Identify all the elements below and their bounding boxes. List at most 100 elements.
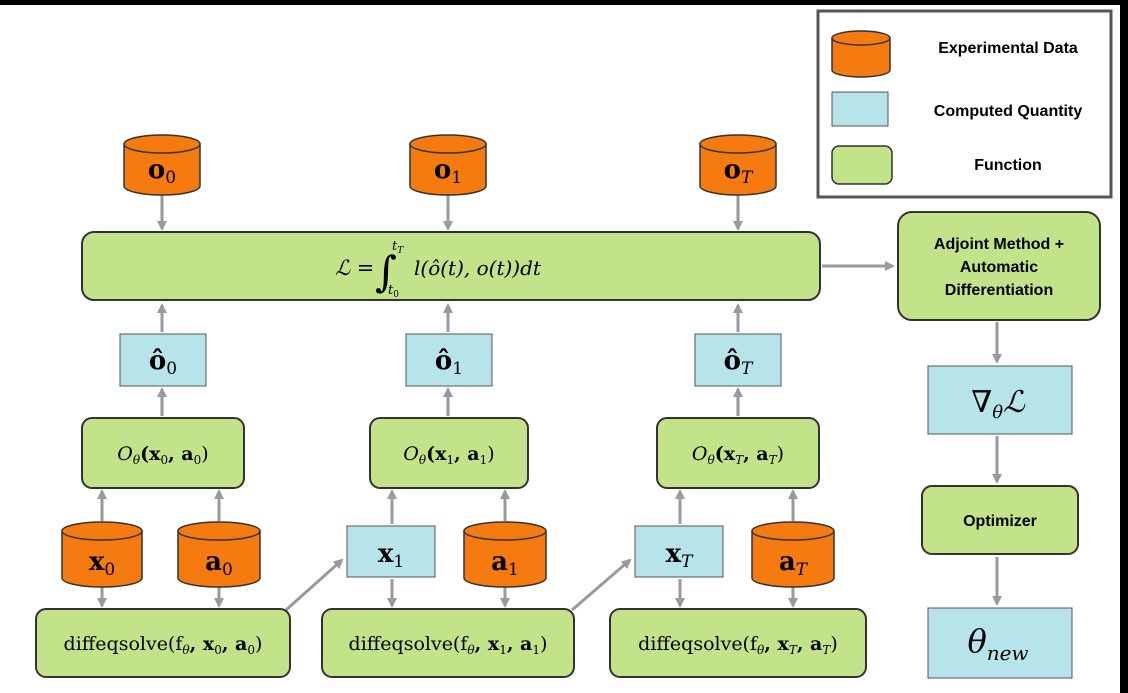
svg-text:t0: t0 xyxy=(388,283,399,300)
prediction-label-T: ô xyxy=(724,346,741,376)
svg-text:Oθ(x0, a0): Oθ(x0, a0) xyxy=(117,443,208,467)
solve0-fsub: θ xyxy=(182,643,190,657)
ofnT-end: ) xyxy=(777,443,784,465)
svg-text:ô0: ô0 xyxy=(149,346,177,379)
observation-function-box-0: Oθ(x0, a0) xyxy=(81,417,245,489)
solve0-bsub: 0 xyxy=(247,643,255,657)
svg-text:tT: tT xyxy=(392,239,404,256)
svg-text:o0: o0 xyxy=(148,155,176,188)
action-cylinder-T: aT xyxy=(751,521,835,588)
action-cylinder-0: a0 xyxy=(177,521,261,588)
loss-function-box: ℒ = ∫ tT t0 l(ô(t), o(t))dt xyxy=(81,231,821,301)
prediction-sub-1: 1 xyxy=(452,359,463,379)
legend: Experimental Data Computed Quantity Func… xyxy=(816,9,1113,199)
ofn1-mid: , a xyxy=(454,443,480,465)
prediction-label-1: ô xyxy=(435,346,452,376)
ofn1-func: O xyxy=(403,443,419,465)
loss-integrand: l(ô(t), o(t))dt xyxy=(414,256,542,280)
solveT-a: , x xyxy=(764,633,789,655)
gradient-box: ∇θℒ xyxy=(927,365,1073,435)
observation-label-T: o xyxy=(724,155,741,185)
svg-text:oT: oT xyxy=(724,155,754,188)
loss-integral-sign: ∫ xyxy=(375,247,397,296)
ofnT-sub2: T xyxy=(769,453,778,467)
observation-sub-1: 1 xyxy=(451,168,462,188)
arrow-solve0-to-x1 xyxy=(285,558,344,612)
solveT-end: ) xyxy=(830,633,837,655)
action-sub-1: 1 xyxy=(508,560,519,580)
state-box-1: x1 xyxy=(346,525,436,578)
ofnT-func: O xyxy=(692,443,708,465)
legend-data-icon xyxy=(831,30,891,78)
state-label-T: x xyxy=(666,539,682,569)
solver-box-1: diffeqsolve(fθ, x1, a1) xyxy=(321,608,575,678)
ofn0-sub2: 0 xyxy=(194,453,202,467)
svg-text:ô1: ô1 xyxy=(435,346,463,379)
legend-function: Function xyxy=(974,157,1042,174)
svg-text:x1: x1 xyxy=(378,539,404,572)
solve1-asub: 1 xyxy=(499,643,507,657)
gradient-sub: θ xyxy=(992,402,1003,423)
prediction-sub-0: 0 xyxy=(166,359,177,379)
svg-text:x0: x0 xyxy=(89,547,115,580)
svg-text:aT: aT xyxy=(779,547,809,580)
solve0-b: , a xyxy=(222,633,248,655)
observation-function-box-1: Oθ(x1, a1) xyxy=(369,417,529,489)
svg-text:diffeqsolve(fθ, xT, aT): diffeqsolve(fθ, xT, aT) xyxy=(638,633,838,657)
solver-box-T: diffeqsolve(fθ, xT, aT) xyxy=(609,608,867,678)
svg-text:∇θℒ: ∇θℒ xyxy=(971,385,1026,423)
legend-experimental-data: Experimental Data xyxy=(938,40,1078,57)
arrow-solve1-to-xT xyxy=(571,558,632,612)
ofnT-mid: , a xyxy=(743,443,769,465)
adjoint-line-2: Automatic xyxy=(960,259,1038,276)
observation-cylinder-T: oT xyxy=(699,134,777,196)
state-sub-T: T xyxy=(681,552,694,572)
action-cylinder-1: a1 xyxy=(463,521,547,588)
solver-box-0: diffeqsolve(fθ, x0, a0) xyxy=(35,608,291,678)
ofn0-func-sub: θ xyxy=(133,453,141,467)
ofnT-sub1: T xyxy=(735,453,744,467)
observation-label-1: o xyxy=(434,155,451,185)
svg-text:θnew: θnew xyxy=(967,622,1028,665)
ofn1-sub2: 1 xyxy=(480,453,488,467)
prediction-sub-T: T xyxy=(741,359,754,379)
svg-text:a0: a0 xyxy=(205,547,233,580)
solveT-fsub: θ xyxy=(757,643,765,657)
solve1-b: , a xyxy=(507,633,533,655)
observation-sub-T: T xyxy=(741,168,754,188)
solve1-pre: diffeqsolve(f xyxy=(349,633,470,655)
action-label-0: a xyxy=(205,547,222,577)
observation-function-box-T: Oθ(xT, aT) xyxy=(656,417,820,489)
svg-text:o1: o1 xyxy=(434,155,462,188)
solve1-a: , x xyxy=(475,633,500,655)
solveT-asub: T xyxy=(789,643,798,657)
ofn1-func-sub: θ xyxy=(419,453,427,467)
ofn0-end: ) xyxy=(201,443,208,465)
state-label-1: x xyxy=(378,539,394,569)
loss-lower-limit: t xyxy=(388,283,394,298)
state-sub-1: 1 xyxy=(393,552,404,572)
theta-new-box: θnew xyxy=(927,607,1073,679)
theta-new-sub: new xyxy=(987,641,1029,665)
observation-sub-0: 0 xyxy=(165,168,176,188)
observation-label-0: o xyxy=(148,155,165,185)
legend-computed-icon xyxy=(831,91,889,127)
loss-upper-sub: T xyxy=(397,246,404,256)
adjoint-line-1: Adjoint Method + xyxy=(934,236,1064,253)
action-sub-0: 0 xyxy=(222,560,233,580)
adjoint-line-3: Differentiation xyxy=(945,282,1053,299)
state-box-T: xT xyxy=(634,525,724,578)
svg-text:Oθ(x1, a1): Oθ(x1, a1) xyxy=(403,443,494,467)
svg-text:ℒ =: ℒ = xyxy=(335,256,374,280)
ofnT-args: (x xyxy=(715,443,736,465)
ofn1-sub1: 1 xyxy=(446,453,454,467)
ofn0-args: (x xyxy=(140,443,161,465)
ofn0-mid: , a xyxy=(168,443,194,465)
solveT-pre: diffeqsolve(f xyxy=(638,633,759,655)
svg-text:ôT: ôT xyxy=(724,346,754,379)
gradient-nabla: ∇ xyxy=(971,385,992,420)
prediction-box-0: ô0 xyxy=(119,333,207,387)
svg-text:Oθ(xT, aT): Oθ(xT, aT) xyxy=(692,443,784,467)
svg-text:diffeqsolve(fθ, x0, a0): diffeqsolve(fθ, x0, a0) xyxy=(64,633,263,657)
